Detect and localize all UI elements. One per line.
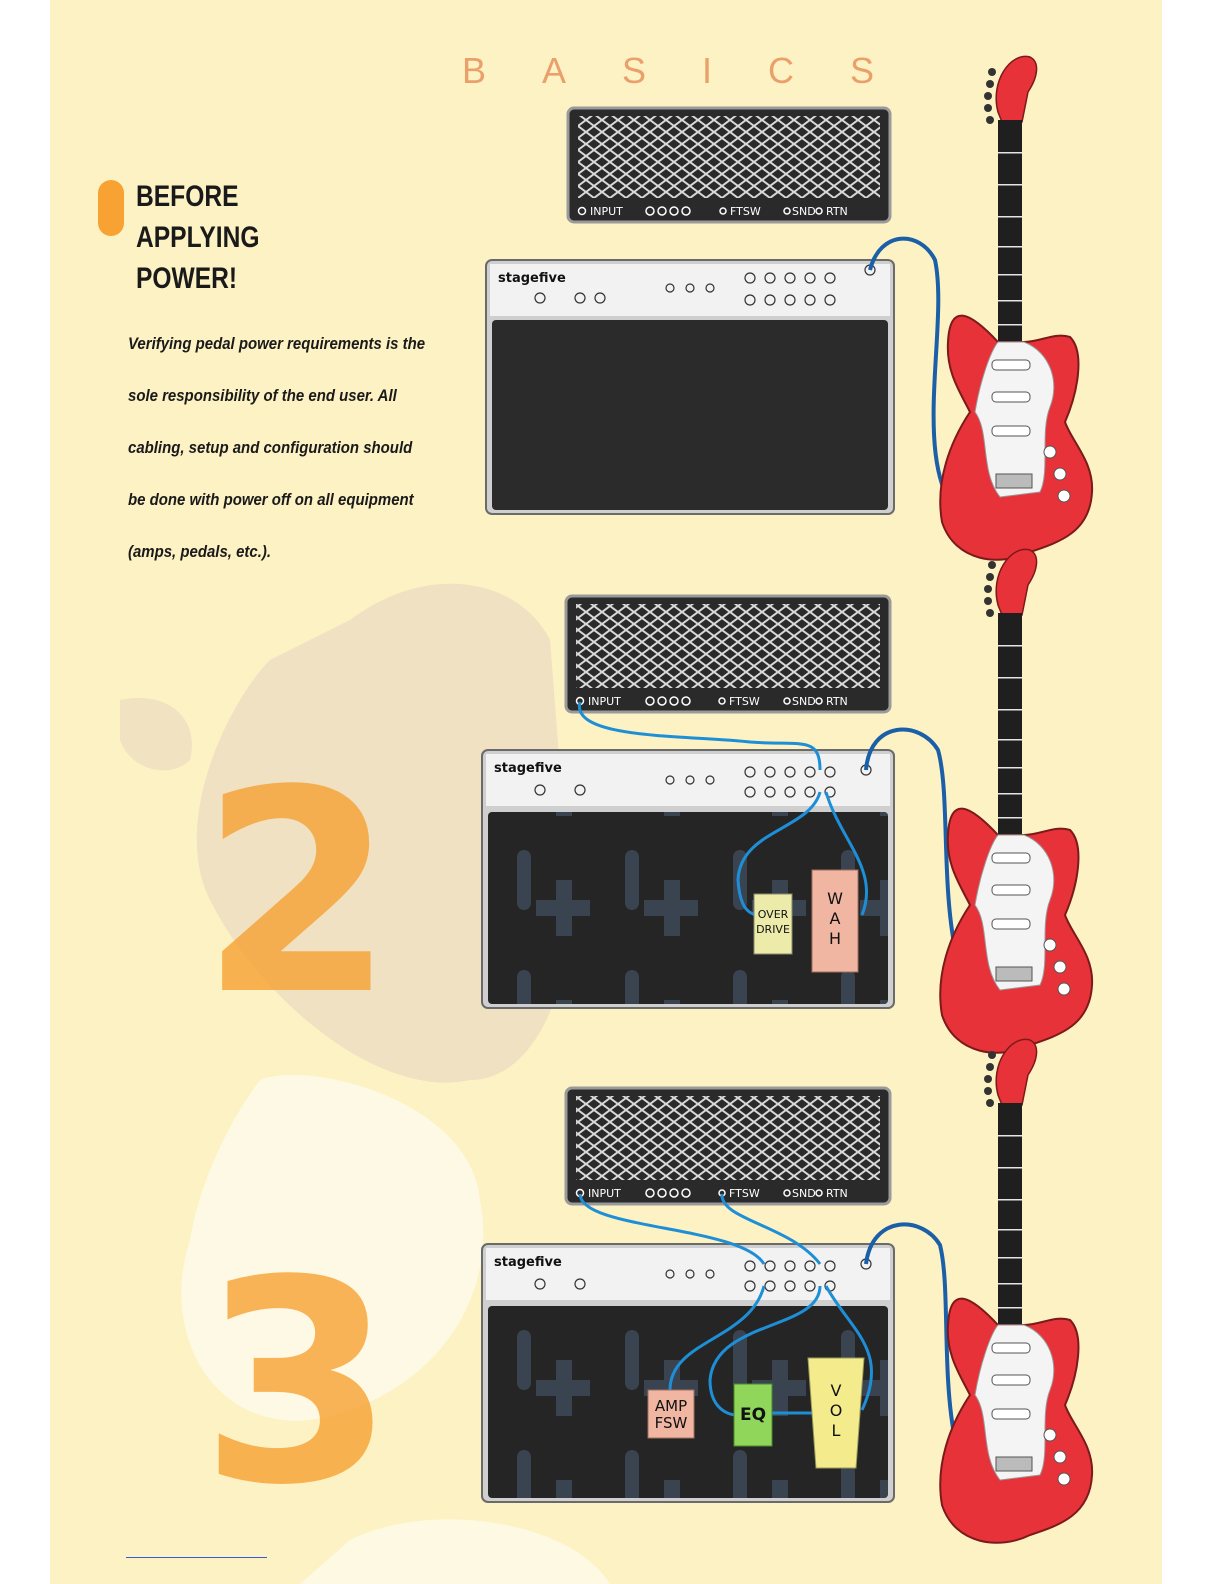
amp-fsw-label-line: AMP: [655, 1397, 687, 1415]
warning-body-line: cabling, setup and configuration should: [128, 438, 413, 457]
overdrive-pedal: OVER DRIVE: [753, 893, 793, 955]
warning-title-line: APPLYING: [136, 221, 260, 254]
brand-label: stagefive: [494, 1255, 562, 1270]
snd-jack-label: SND: [792, 1187, 816, 1200]
overdrive-label-line: OVER: [758, 908, 789, 921]
wah-label-letter: A: [830, 909, 841, 928]
brand-label: stagefive: [494, 761, 562, 776]
setup-diagram: INPUT FTSW SND RTN stagefive: [200, 55, 1094, 1547]
electric-guitar: [939, 548, 1094, 1054]
brand-label: stagefive: [498, 271, 566, 286]
input-jack-label: INPUT: [588, 695, 621, 708]
eq-label: EQ: [740, 1405, 766, 1425]
amp-fsw-pedal: AMP FSW: [647, 1389, 695, 1439]
page: BASICS BEFORE APPLYING POWER! Verifying …: [50, 0, 1162, 1584]
overdrive-label-line: DRIVE: [756, 923, 790, 936]
vol-label-letter: O: [830, 1401, 843, 1420]
wah-pedal: W A H: [811, 869, 859, 973]
warning-body-line: (amps, pedals, etc.).: [128, 542, 271, 561]
rtn-jack-label: RTN: [826, 205, 848, 218]
input-jack-label: INPUT: [590, 205, 623, 218]
wah-label-letter: H: [829, 929, 841, 948]
vol-pedal: V O L: [807, 1357, 865, 1469]
row-2: 2 INPUT FTSW SND RTN stagefive: [200, 548, 1094, 1057]
amp-head: INPUT FTSW SND RTN: [566, 106, 892, 224]
footer-rule: [126, 1557, 267, 1558]
snd-jack-label: SND: [792, 695, 816, 708]
vol-label-letter: L: [832, 1421, 841, 1440]
warning-title-line: POWER!: [136, 262, 238, 295]
electric-guitar: [939, 55, 1094, 561]
step-number: 2: [200, 731, 395, 1057]
step-number: 3: [200, 1221, 395, 1547]
page-title: BASICS: [462, 50, 931, 91]
vol-label-letter: V: [831, 1381, 842, 1400]
row-1: INPUT FTSW SND RTN stagefive: [485, 55, 1094, 561]
warning-title: BEFORE APPLYING POWER!: [136, 176, 259, 299]
warning-body-line: sole responsibility of the end user. All: [128, 386, 397, 405]
ftsw-jack-label: FTSW: [729, 1187, 760, 1200]
warning-title-line: BEFORE: [136, 180, 239, 213]
rtn-jack-label: RTN: [826, 1187, 848, 1200]
electric-guitar: [939, 1038, 1094, 1544]
wah-label-letter: W: [827, 889, 843, 908]
snd-jack-label: SND: [792, 205, 816, 218]
patch-cables: [578, 1193, 874, 1417]
warning-body: Verifying pedal power requirements is th…: [128, 318, 462, 578]
pedalboard: stagefive: [481, 749, 895, 1009]
patch-cables: [578, 701, 868, 917]
pedalboard: stagefive: [485, 259, 895, 515]
eq-pedal: EQ: [733, 1383, 773, 1447]
input-jack-label: INPUT: [588, 1187, 621, 1200]
row-3: 3 INPUT FTSW SND RTN stagefive: [200, 1038, 1094, 1547]
warning-body-line: Verifying pedal power requirements is th…: [128, 334, 426, 353]
amp-head: INPUT FTSW SND RTN: [564, 1086, 892, 1206]
warning-marker: [98, 180, 124, 236]
amp-fsw-label-line: FSW: [655, 1414, 688, 1432]
rtn-jack-label: RTN: [826, 695, 848, 708]
ftsw-jack-label: FTSW: [730, 205, 761, 218]
amp-head: INPUT FTSW SND RTN: [564, 594, 892, 714]
warning-body-line: be done with power off on all equipment: [128, 490, 414, 509]
background-splatter: [120, 583, 610, 1584]
ftsw-jack-label: FTSW: [729, 695, 760, 708]
